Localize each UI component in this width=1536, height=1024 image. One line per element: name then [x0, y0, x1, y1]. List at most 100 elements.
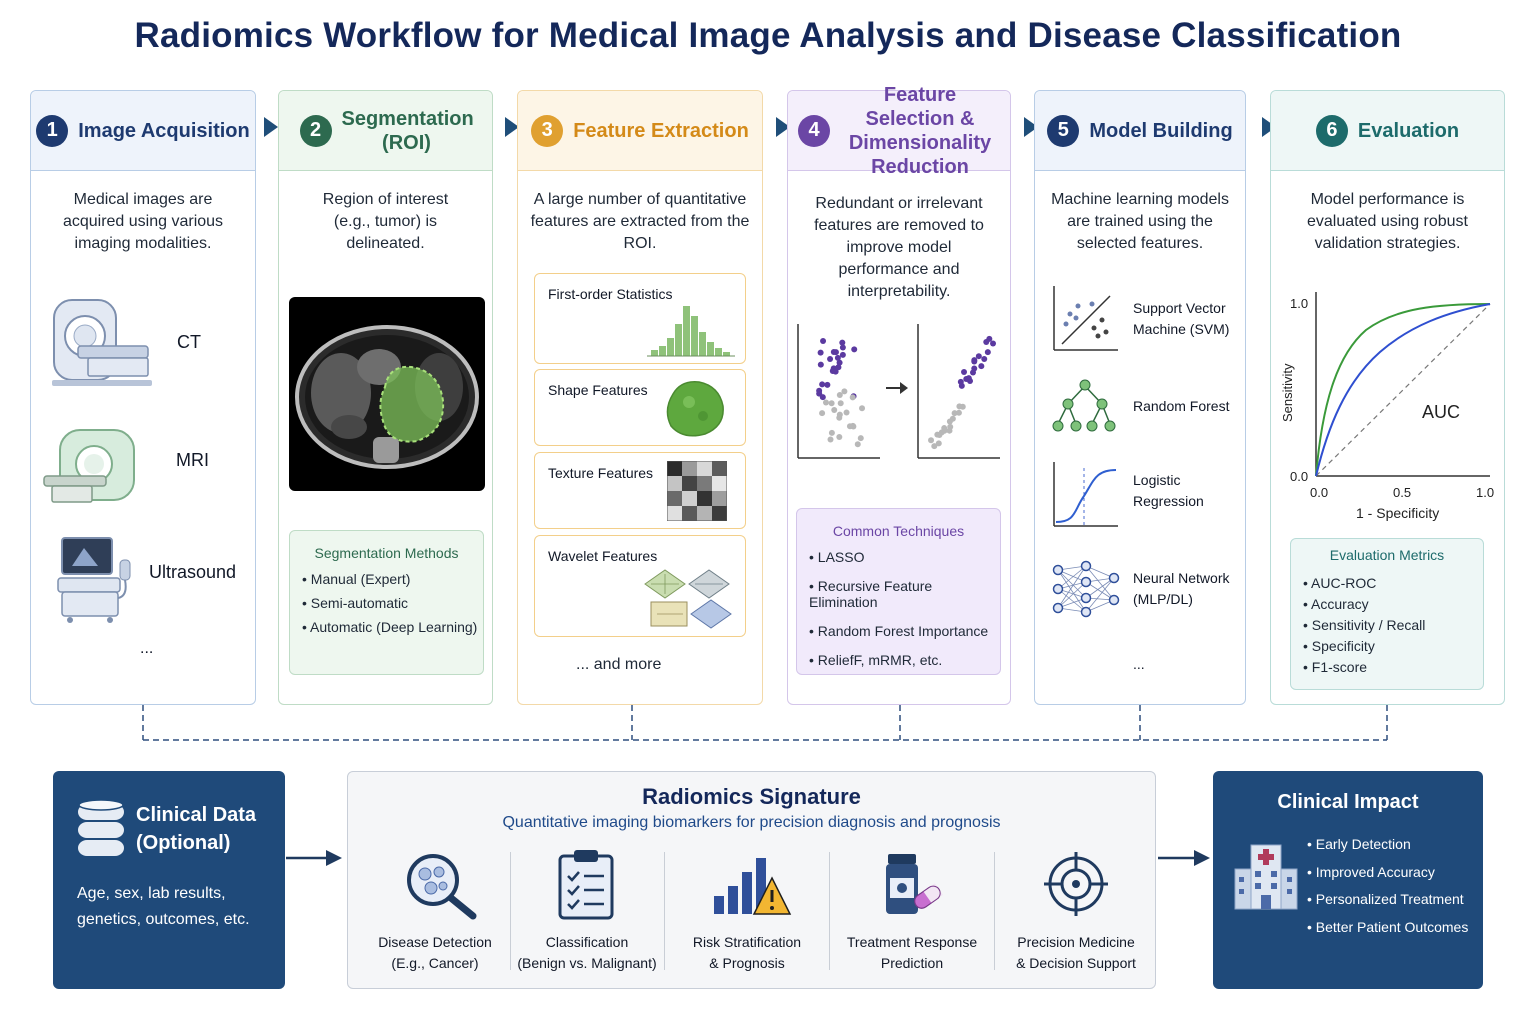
scatter-point — [983, 338, 990, 345]
signature-title: Radiomics Signature — [642, 784, 861, 809]
scatter-point — [857, 435, 864, 442]
impact-item-label: Personalized Treatment — [1315, 891, 1464, 907]
metric-item: F1-score — [1303, 659, 1483, 675]
model-random-forest: Random Forest — [1133, 398, 1230, 414]
scatter-point — [841, 388, 848, 395]
signature-item-line: Treatment Response — [846, 934, 978, 950]
scatter-point — [817, 349, 824, 356]
signature-item-line: (Benign vs. Malignant) — [517, 955, 657, 971]
scatter-point — [981, 355, 988, 362]
signature-item-classification: Classification (Benign vs. Malignant) — [502, 932, 672, 974]
common-techniques-box: Common Techniques LASSO Recursive Featur… — [796, 508, 1001, 675]
divider — [510, 852, 511, 970]
scatter-point — [836, 433, 843, 440]
impact-item: • Early Detection — [1307, 836, 1411, 852]
models-more: ... — [1133, 656, 1145, 672]
scatter-point — [959, 403, 966, 410]
stage-title: Image Acquisition — [78, 119, 250, 142]
step-number: 6 — [1315, 114, 1348, 147]
signature-item-line: (E.g., Cancer) — [391, 955, 479, 971]
scatter-point — [816, 390, 823, 397]
impact-item-label: Early Detection — [1315, 836, 1411, 852]
stage-description: Medical images are acquired using variou… — [62, 191, 224, 252]
scatter-point — [934, 431, 941, 438]
common-techniques-title: Common Techniques — [832, 523, 965, 539]
clinical-impact-box: Clinical Impact • Early Detection • Impr… — [1213, 771, 1483, 989]
scatter-point — [859, 405, 866, 412]
scatter-point — [819, 381, 826, 388]
page-title: Radiomics Workflow for Medical Image Ana… — [134, 16, 1402, 55]
histogram-icon — [647, 306, 735, 357]
scatter-point — [935, 440, 942, 447]
step-number: 3 — [531, 114, 564, 147]
modality-more: ... — [140, 640, 154, 657]
roc-ytick-top: 1.0 — [1290, 296, 1308, 311]
scatter-point — [931, 443, 938, 450]
impact-item-label: Improved Accuracy — [1315, 863, 1435, 880]
scatter-point — [851, 346, 858, 353]
bar-chart-warning-icon — [714, 858, 792, 915]
metric-item: AUC-ROC — [1303, 575, 1483, 591]
feature-texture: Texture Features — [534, 452, 746, 529]
arrow-right-icon — [1158, 850, 1210, 866]
evaluation-metrics-box: Evaluation Metrics AUC-ROC Accuracy Sens… — [1290, 538, 1484, 690]
dashed-connector — [142, 705, 1388, 741]
magnifier-cells-icon — [407, 854, 477, 920]
roc-curve-chart: 1.0 0.0 0.0 0.5 1.0 1 - Specificity Sens… — [1280, 292, 1494, 521]
stage-title: Feature Extraction — [573, 119, 749, 142]
scatter-point — [946, 427, 953, 434]
signature-item-line: & Decision Support — [1016, 955, 1136, 971]
scatter-point — [990, 340, 997, 347]
metric-item: Specificity — [1303, 638, 1483, 654]
scatter-point — [951, 410, 958, 417]
feature-label: Wavelet Features — [548, 548, 658, 564]
feature-label: First-order Statistics — [548, 286, 673, 302]
ultrasound-machine-icon — [57, 537, 131, 623]
neural-network-icon — [1052, 560, 1120, 618]
scatter-point — [938, 429, 945, 436]
scatter-point — [822, 399, 829, 406]
ct-scanner-icon — [52, 299, 152, 386]
model-neural-network: Neural Network (MLP/DL) — [1133, 570, 1230, 607]
step-number: 1 — [36, 114, 69, 147]
technique-item: ReliefF, mRMR, etc. — [809, 652, 1000, 668]
scatter-point — [839, 339, 846, 346]
scatter-point — [836, 411, 843, 418]
texture-grid-icon — [667, 461, 727, 521]
scatter-point — [820, 338, 827, 345]
scatter-point — [849, 422, 856, 429]
stage-description: Model performance is evaluated using rob… — [1307, 191, 1468, 252]
flow-arrow-icon — [776, 117, 790, 137]
feature-shape: Shape Features — [534, 369, 746, 446]
scatter-point — [946, 418, 953, 425]
signature-item-disease-detection: Disease Detection (E.g., Cancer) — [350, 932, 520, 974]
scatter-point — [827, 436, 834, 443]
mri-scanner-icon — [43, 429, 135, 503]
step-number: 2 — [299, 114, 332, 147]
signature-item-line: & Prognosis — [709, 955, 785, 971]
technique-item: Random Forest Importance — [809, 623, 1000, 639]
scatter-point — [854, 441, 861, 448]
scatter-point — [828, 429, 835, 436]
scatter-point — [836, 392, 843, 399]
scatter-point — [828, 400, 835, 407]
feature-label: Texture Features — [548, 465, 654, 481]
scatter-point — [835, 364, 842, 371]
clinical-data-description: Age, sex, lab results, genetics, outcome… — [77, 885, 250, 928]
modality-ct: CT — [177, 332, 201, 352]
stage-description: Redundant or irrelevant features are rem… — [814, 195, 984, 300]
stage-title: Segmentation (ROI) — [341, 107, 474, 154]
scatter-point — [837, 400, 844, 407]
segmentation-method-item: Semi-automatic — [302, 595, 483, 611]
arrow-right-icon — [286, 850, 342, 866]
roc-xtick: 1.0 — [1476, 485, 1494, 500]
scatter-point — [839, 344, 846, 351]
signature-item-line: Prediction — [880, 955, 944, 971]
signature-item-treatment-response: Treatment Response Prediction — [827, 932, 997, 974]
random-forest-icon — [1052, 379, 1116, 432]
svm-icon — [1053, 286, 1118, 351]
flow-arrow-icon — [264, 117, 278, 137]
scatter-point — [975, 353, 982, 360]
scatter-point — [961, 369, 968, 376]
scatter-point — [839, 351, 846, 358]
